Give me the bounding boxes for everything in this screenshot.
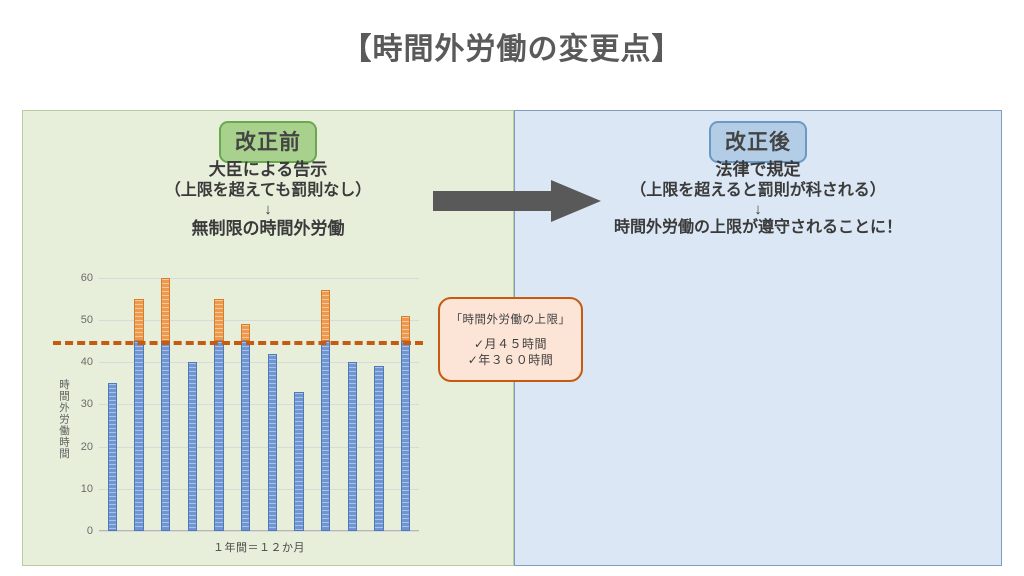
chart-before-revision: 時間外労働時間 １年間＝１２か月 0 10 20 30 40 50 60 — [53, 261, 423, 561]
y-axis-tick-label: 40 — [80, 356, 93, 369]
chart-left-x-axis-title: １年間＝１２か月 — [213, 542, 305, 554]
bar-segment-over-limit — [241, 324, 251, 341]
chart-left-x-axis — [99, 530, 419, 531]
bar-segment-within-limit — [294, 391, 304, 531]
overtime-limit-callout: 「時間外労働の上限」 ✓月４５時間 ✓年３６０時間 — [438, 297, 583, 382]
chart-left-plot-area: １年間＝１２か月 0 10 20 30 40 50 60 — [53, 265, 423, 554]
down-arrow-icon-left: ↓ — [264, 201, 272, 219]
gridline — [99, 277, 419, 279]
bar-segment-over-limit — [161, 277, 171, 341]
gridline — [99, 488, 419, 490]
callout-item-yearly: ✓年３６０時間 — [467, 353, 554, 367]
bar-segment-within-limit — [161, 341, 171, 531]
chart-left-y-axis-title: 時間外労働時間 — [58, 379, 70, 460]
overtime-limit-line — [53, 341, 423, 345]
before-revision-heading: 大臣による告示 （上限を超えても罰則なし） ↓ 無制限の時間外労働 — [23, 159, 513, 240]
panel-after-revision: 改正後 法律で規定 （上限を超えると罰則が科される） ↓ 時間外労働の上限が遵守… — [514, 110, 1002, 566]
bar-segment-within-limit — [187, 362, 197, 531]
callout-item-monthly: ✓月４５時間 — [473, 336, 548, 351]
bar-segment-over-limit — [321, 290, 331, 341]
bar-segment-within-limit — [134, 341, 144, 531]
badge-after-revision: 改正後 — [709, 121, 807, 163]
bar-segment-over-limit — [134, 298, 144, 341]
bar-column — [187, 265, 197, 531]
gridline — [99, 404, 419, 406]
bar-segment-over-limit — [401, 315, 411, 341]
bar-segment-within-limit — [321, 341, 331, 531]
badge-before-revision: 改正前 — [219, 121, 317, 163]
bar-column — [321, 265, 331, 531]
bar-column — [107, 265, 117, 531]
gridline — [99, 319, 419, 321]
right-arrow-icon — [433, 180, 601, 222]
bar-column — [401, 265, 411, 531]
bar-segment-within-limit — [214, 341, 224, 531]
bar-column — [267, 265, 277, 531]
page-title: 【時間外労働の変更点】 — [341, 33, 683, 66]
y-axis-tick-label: 0 — [86, 525, 93, 537]
before-heading-line1: 大臣による告示 — [208, 160, 328, 179]
down-arrow-icon-right: ↓ — [754, 201, 762, 219]
gridline — [99, 446, 419, 448]
after-heading-line3: 時間外労働の上限が遵守されることに！ — [613, 219, 902, 237]
y-axis-tick-label: 50 — [80, 313, 93, 326]
bar-segment-within-limit — [107, 383, 117, 531]
bar-column — [294, 265, 304, 531]
bar-column — [214, 265, 224, 531]
bar-column — [347, 265, 357, 531]
bar-segment-over-limit — [214, 298, 224, 341]
y-axis-tick-label: 60 — [80, 271, 93, 284]
callout-title: 「時間外労働の上限」 — [450, 313, 571, 326]
before-heading-line2: （上限を超えても罰則なし） — [164, 181, 372, 199]
gridline — [99, 362, 419, 364]
bar-column — [161, 265, 171, 531]
y-axis-tick-label: 30 — [80, 398, 93, 411]
after-heading-line1: 法律で規定 — [715, 160, 801, 179]
bar-segment-within-limit — [241, 341, 251, 531]
bar-column — [241, 265, 251, 531]
bar-segment-within-limit — [374, 366, 384, 531]
y-axis-tick-label: 10 — [80, 482, 93, 495]
before-heading-line3: 無制限の時間外労働 — [191, 219, 345, 239]
bar-column — [374, 265, 384, 531]
y-axis-tick-label: 20 — [80, 440, 93, 453]
bar-column — [134, 265, 144, 531]
bar-segment-within-limit — [347, 362, 357, 531]
bar-segment-within-limit — [401, 341, 411, 531]
after-heading-line2: （上限を超えると罰則が科される） — [630, 181, 886, 199]
panel-before-revision: 改正前 大臣による告示 （上限を超えても罰則なし） ↓ 無制限の時間外労働 時間… — [22, 110, 514, 566]
bar-segment-within-limit — [267, 353, 277, 531]
after-revision-heading: 法律で規定 （上限を超えると罰則が科される） ↓ 時間外労働の上限が遵守されるこ… — [515, 159, 1001, 239]
gridline — [99, 531, 419, 532]
